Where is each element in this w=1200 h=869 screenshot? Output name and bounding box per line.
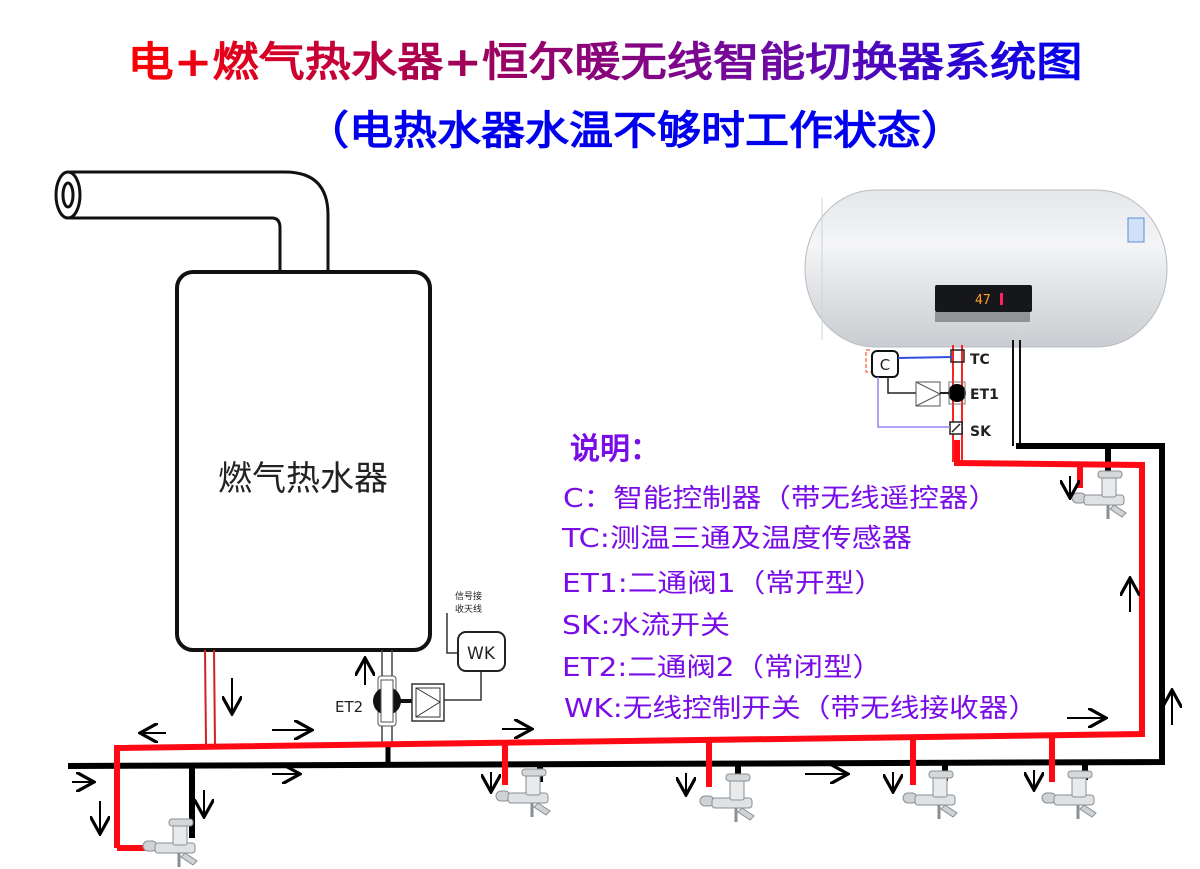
legend-item-c: C：智能控制器（带无线遥控器） [563,484,998,514]
gas-water-heater [175,270,432,652]
et2-label: ET2 [335,698,363,716]
legend: 说明： C：智能控制器（带无线遥控器） TC:测温三通及温度传感器 ET1:二通… [561,432,1038,724]
legend-item-wk: WK:无线控制开关（带无线接收器） [564,694,1038,724]
et2-valve [373,650,445,745]
title-line1: 电+燃气热水器+恒尔暖无线智能切换器系统图 [128,38,1083,86]
tc-label: TC [970,352,990,368]
title-line2: （电热水器水温不够时工作状态） [305,108,965,154]
electric-water-heater: 47 [804,189,1168,348]
wk-label: WK [467,644,496,664]
legend-item-et1: ET1:二通阀1（常开型） [562,569,884,599]
gas-heater-label: 燃气热水器 [218,459,388,499]
et1-label: ET1 [970,387,999,403]
c-label: C [880,356,890,374]
temperature-display: 47 [975,293,991,308]
faucet-icon [141,817,199,869]
antenna-label-line2: 收天线 [455,603,482,615]
antenna-label-line1: 信号接 [455,590,482,602]
legend-item-tc: TC:测温三通及温度传感器 [561,524,912,554]
wk-wireless-switch [444,613,506,701]
legend-heading: 说明： [570,432,660,467]
electric-heater-cold-inlet [1012,340,1021,446]
flue-pipe [54,170,330,272]
legend-item-sk: SK:水流开关 [562,611,730,641]
hot-water-pipe [114,440,1145,851]
sk-label: SK [970,424,992,440]
electric-heater-outlet-assembly [865,345,966,462]
gas-heater-hot-outlet [204,649,216,746]
legend-item-et2: ET2:二通阀2（常闭型） [562,653,882,683]
